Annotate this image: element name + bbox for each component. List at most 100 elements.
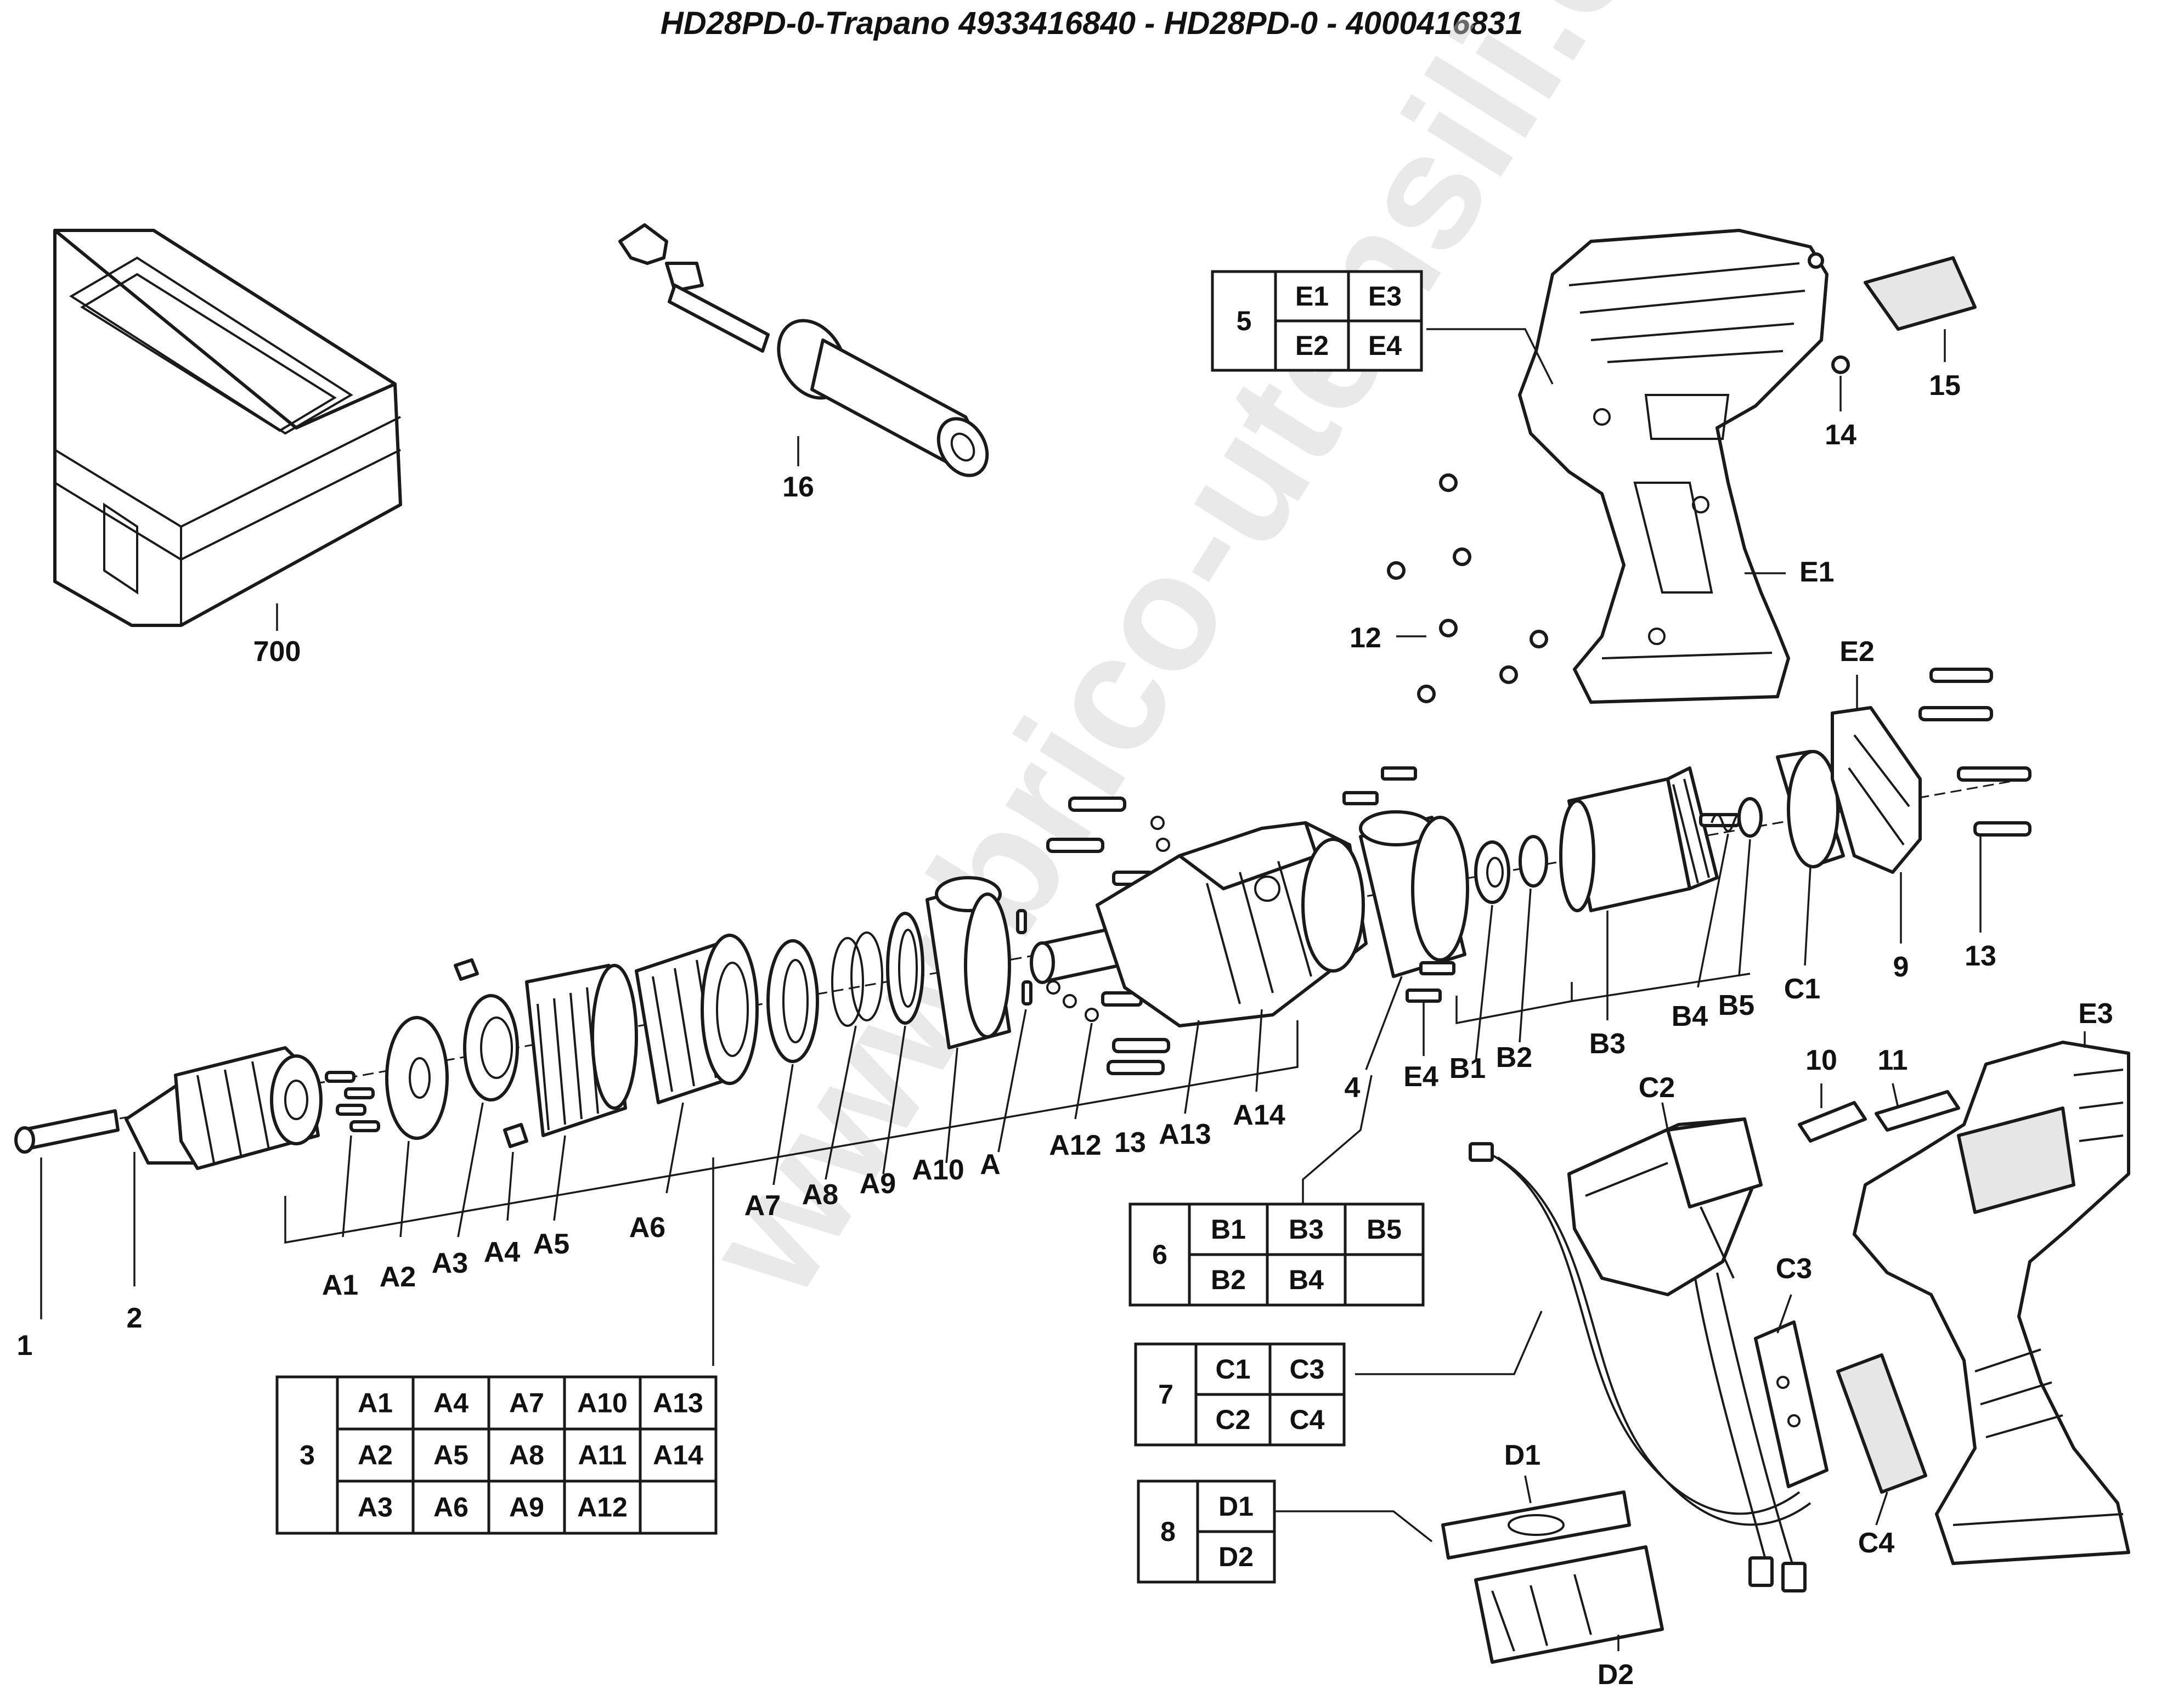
part-E4-blocks [1342, 766, 1455, 1056]
label-A: A [980, 1149, 1001, 1181]
part-A6-gear-ring [635, 934, 759, 1194]
kit-cell: A2 [358, 1440, 393, 1471]
label-E3: E3 [2078, 998, 2113, 1030]
label-1: 1 [17, 1330, 33, 1362]
kit-cell: A11 [578, 1440, 627, 1471]
label-13-right: 13 [1965, 940, 1996, 972]
label-A5: A5 [533, 1228, 569, 1260]
label-14: 14 [1825, 419, 1856, 451]
part-16-side-handle [618, 223, 989, 477]
part-11-lever [1875, 1083, 1960, 1132]
kit-cell: A12 [577, 1492, 628, 1523]
label-16: 16 [782, 471, 814, 503]
label-12: 12 [1350, 622, 1381, 654]
kit-cell: A8 [509, 1440, 544, 1471]
label-A12: A12 [1049, 1129, 1101, 1161]
part-14-screw [1808, 252, 1850, 411]
label-C2: C2 [1639, 1072, 1675, 1104]
part-12-screws [1387, 473, 1548, 703]
kit-cell: B5 [1367, 1214, 1402, 1245]
kit-cell: A6 [433, 1492, 469, 1523]
part-D2-base [1474, 1545, 1664, 1664]
kit-cell: A3 [358, 1492, 393, 1523]
label-C1: C1 [1784, 973, 1820, 1005]
label-A3: A3 [432, 1247, 468, 1279]
kit-cell: E1 [1295, 281, 1329, 312]
part-A8-spring-rings [825, 931, 883, 1180]
label-A8: A8 [802, 1179, 838, 1211]
label-D2: D2 [1598, 1659, 1634, 1691]
kit-cell: C4 [1290, 1404, 1325, 1435]
label-A7: A7 [744, 1190, 781, 1222]
label-4: 4 [1345, 1072, 1361, 1104]
label-D1: D1 [1504, 1439, 1540, 1471]
part-700-case [53, 229, 402, 631]
label-A9: A9 [860, 1168, 896, 1200]
part-10-slider [1798, 1083, 1867, 1143]
kit-cell: C1 [1216, 1354, 1251, 1385]
label-C4: C4 [1858, 1527, 1895, 1559]
part-A-pins [997, 909, 1032, 1153]
label-C3: C3 [1776, 1253, 1812, 1285]
part-15-label [1864, 256, 1977, 362]
kit-cell: A14 [653, 1440, 703, 1471]
label-B1: B1 [1449, 1053, 1486, 1085]
kit-frame [275, 1375, 718, 1535]
label-A13: A13 [1159, 1119, 1211, 1150]
part-C2-switch [1567, 1102, 1763, 1296]
label-11: 11 [1878, 1044, 1908, 1076]
part-A7-ring [766, 939, 819, 1185]
label-B4: B4 [1672, 1001, 1708, 1032]
label-B2: B2 [1496, 1042, 1532, 1074]
part-A9-ring [882, 912, 924, 1174]
part-E1-housing [1518, 229, 1829, 704]
label-A1: A1 [322, 1269, 358, 1301]
kit-cell: B3 [1289, 1214, 1324, 1245]
kit-cell: D1 [1218, 1491, 1254, 1522]
label-13-center: 13 [1114, 1127, 1146, 1159]
part-B1-bearing [1474, 840, 1510, 1062]
part-4-sleeve [1359, 810, 1469, 1070]
label-A4: A4 [484, 1236, 521, 1268]
kit-cell: B1 [1211, 1214, 1246, 1245]
part-A2-disc [385, 1016, 449, 1238]
kit-cell: A9 [509, 1492, 544, 1523]
part-A4-clips [454, 958, 528, 1221]
part-C4-label [1836, 1353, 1927, 1526]
label-2: 2 [127, 1302, 143, 1334]
kit-cell: C3 [1290, 1354, 1325, 1385]
part-C3-pcb [1754, 1294, 1829, 1488]
kit-cell: E2 [1295, 330, 1329, 361]
kit-cell: E4 [1368, 330, 1402, 361]
label-A14: A14 [1233, 1099, 1285, 1131]
part-2-chuck [125, 1046, 323, 1286]
part-A3-nut [457, 994, 519, 1238]
kit-cell: A4 [433, 1388, 469, 1419]
part-13-pins-rear [1918, 668, 2031, 933]
kit-cell: A5 [433, 1440, 469, 1471]
kit-id: 6 [1152, 1239, 1167, 1270]
part-A10-carrier [925, 876, 1011, 1164]
label-A10: A10 [912, 1154, 964, 1186]
part-E3-housing [1853, 1031, 2130, 1565]
part-A5-cage [525, 964, 638, 1221]
part-D1-cover [1441, 1475, 1631, 1560]
label-700: 700 [253, 636, 301, 668]
label-9: 9 [1893, 951, 1909, 983]
label-A2: A2 [380, 1261, 416, 1293]
part-B2-ring [1519, 835, 1548, 1043]
kit-id: 8 [1160, 1516, 1176, 1547]
label-B5: B5 [1718, 990, 1754, 1021]
part-A1-screws [325, 1071, 380, 1238]
kit-cell: C2 [1216, 1404, 1251, 1435]
kit-cell: D2 [1218, 1541, 1254, 1572]
diagram-title: HD28PD-0-Trapano 4933416840 - HD28PD-0 -… [661, 5, 1523, 41]
part-1-bit [14, 1109, 120, 1319]
label-A6: A6 [629, 1212, 665, 1244]
part-13-pins-front [1107, 1038, 1170, 1075]
